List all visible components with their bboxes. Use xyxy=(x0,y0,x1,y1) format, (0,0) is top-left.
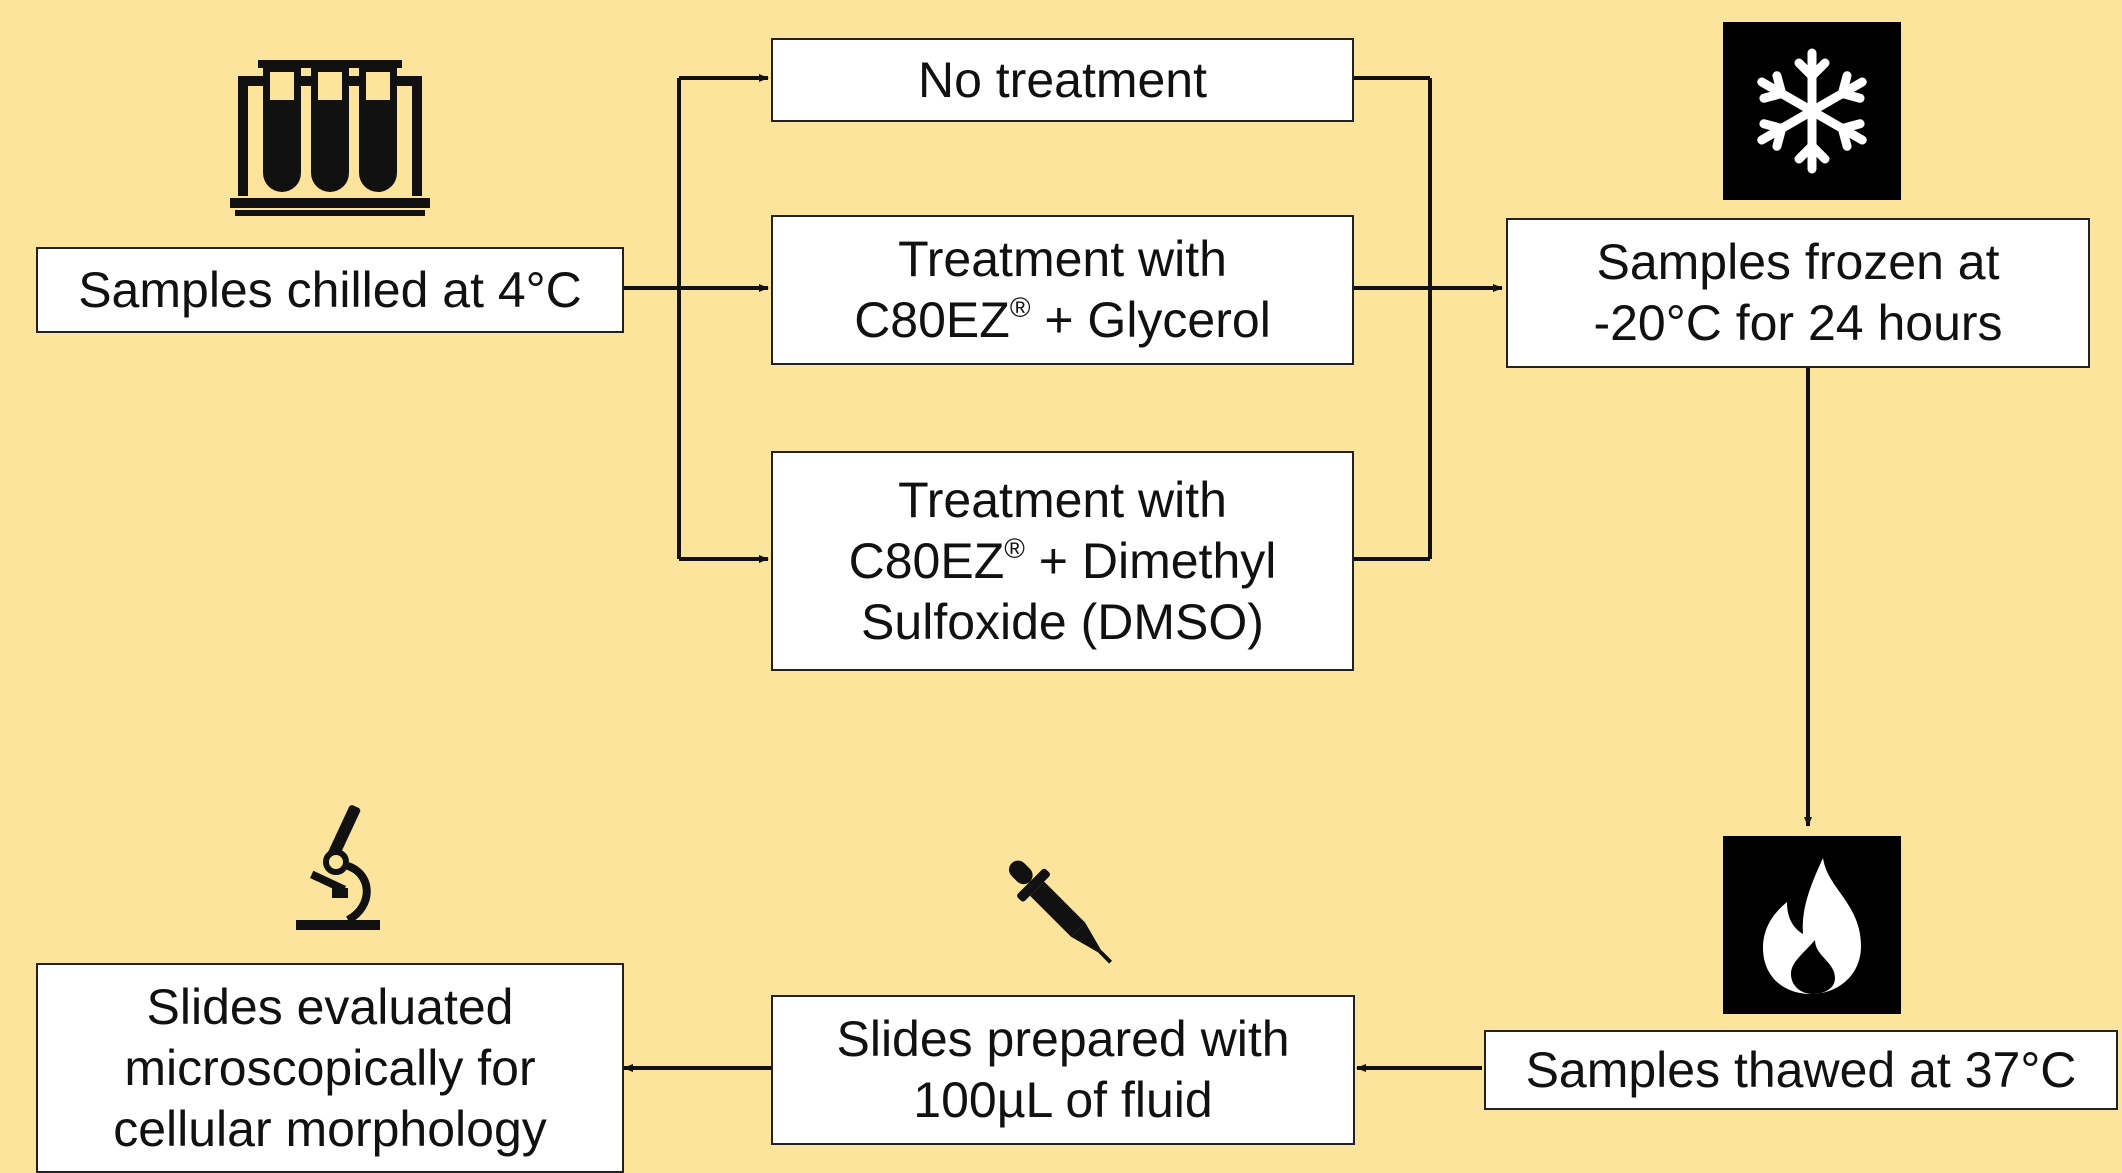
flame-icon xyxy=(1723,836,1901,1014)
step-no-treatment: No treatment xyxy=(771,38,1354,122)
step-label-line1: Treatment with xyxy=(898,471,1227,528)
pipette-icon xyxy=(1008,860,1113,964)
registered-mark: ® xyxy=(1009,292,1031,323)
step-samples-chilled: Samples chilled at 4°C xyxy=(36,247,624,333)
step-label: No treatment xyxy=(917,51,1207,108)
step-label-line2: -20°C for 24 hours xyxy=(1593,295,2003,351)
step-label-line1: Slides prepared with xyxy=(836,1011,1290,1067)
step-label-line3: cellular morphology xyxy=(113,1100,547,1157)
step-label-line1: Samples frozen at xyxy=(1596,234,2000,290)
step-samples-frozen: Samples frozen at -20°C for 24 hours xyxy=(1506,218,2090,368)
step-treatment-dmso: Treatment with C80EZ® + Dimethyl Sulfoxi… xyxy=(771,451,1354,671)
step-label: Samples thawed at 37°C xyxy=(1525,1041,2077,1098)
step-treatment-glycerol: Treatment with C80EZ® + Glycerol xyxy=(771,215,1354,365)
step-label-line2: 100µL of fluid xyxy=(913,1072,1213,1128)
step-label-line2: C80EZ® + Glycerol xyxy=(854,292,1271,348)
step-label-line1: Treatment with xyxy=(898,231,1227,287)
registered-mark: ® xyxy=(1004,532,1025,564)
step-label: Samples chilled at 4°C xyxy=(78,261,582,318)
step-slides-prepared: Slides prepared with 100µL of fluid xyxy=(771,995,1355,1145)
step-slides-evaluated: Slides evaluated microscopically for cel… xyxy=(36,963,624,1173)
step-samples-thawed: Samples thawed at 37°C xyxy=(1484,1030,2118,1110)
step-label-line1: Slides evaluated xyxy=(146,978,514,1035)
microscope-icon xyxy=(296,805,380,930)
snowflake-icon xyxy=(1723,22,1901,200)
test-tubes-icon xyxy=(230,60,430,216)
step-label-line3: Sulfoxide (DMSO) xyxy=(861,593,1264,650)
step-label-line2: C80EZ® + Dimethyl xyxy=(848,532,1277,589)
step-label-line2: microscopically for xyxy=(124,1039,536,1096)
